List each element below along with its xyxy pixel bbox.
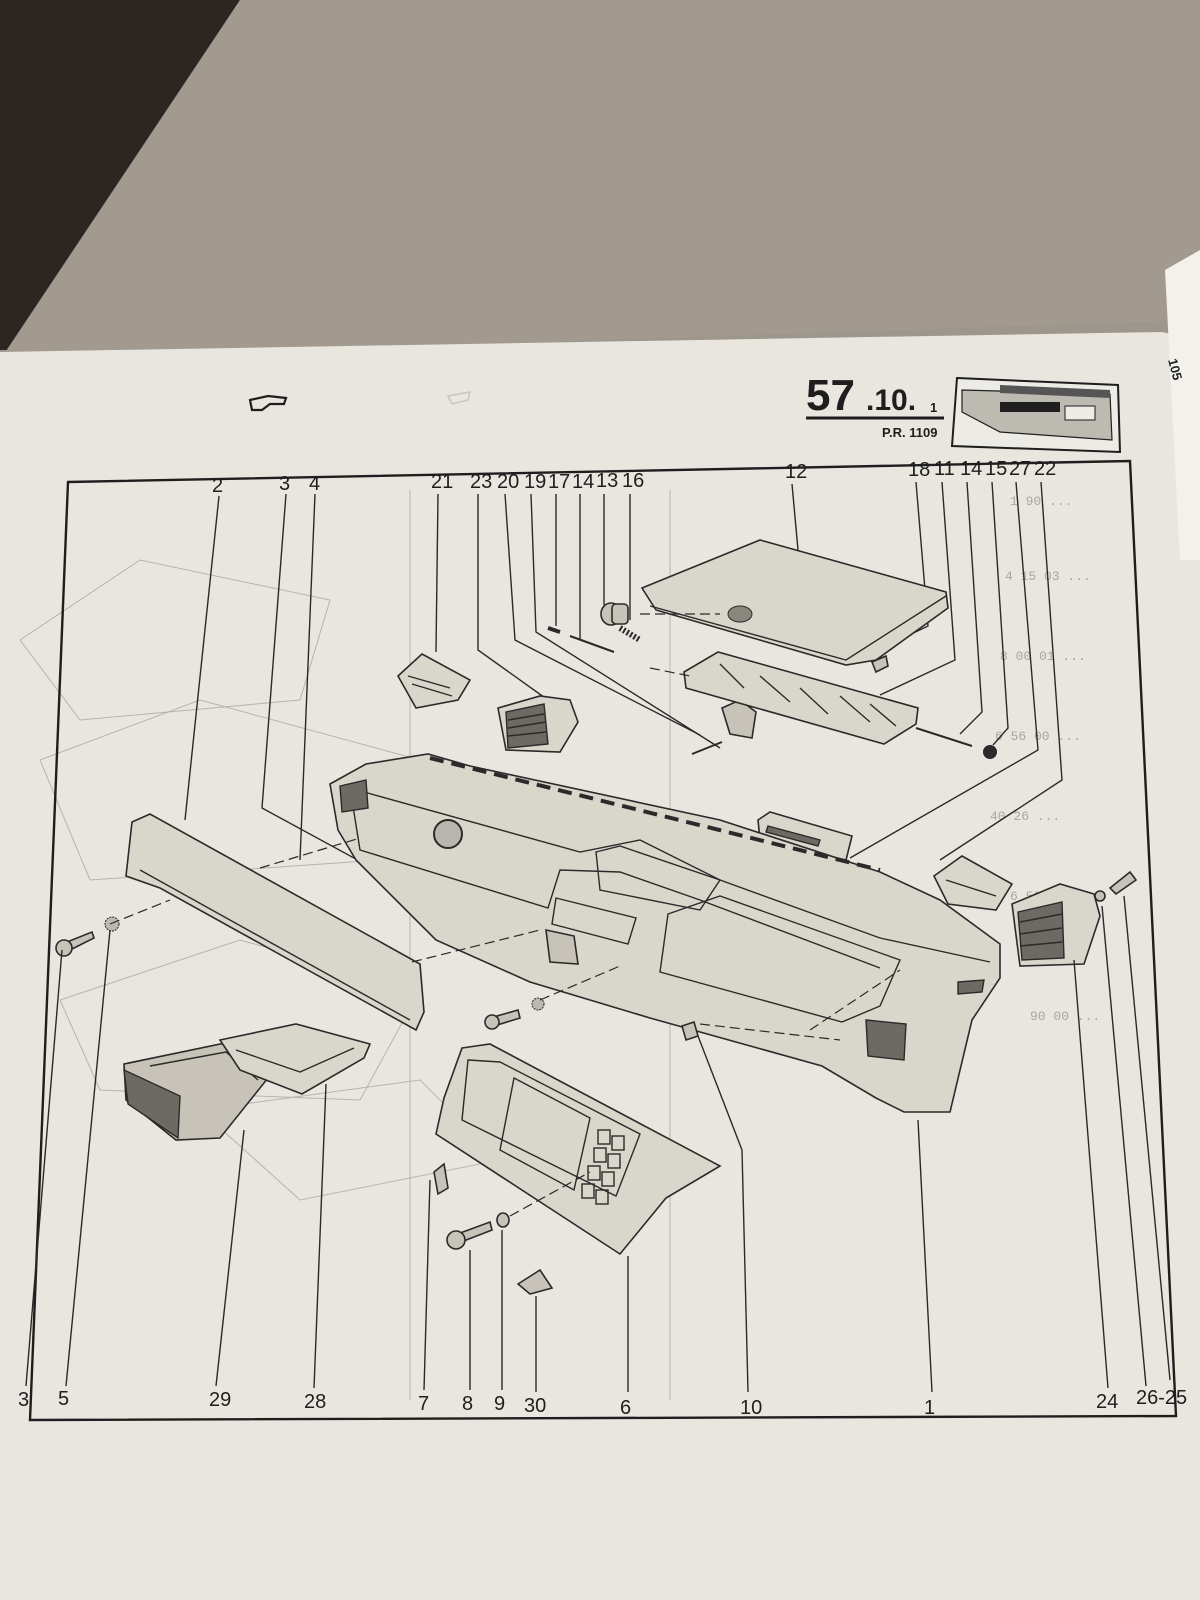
callout-10: 10 bbox=[740, 1397, 762, 1419]
next-page-edge bbox=[1165, 250, 1200, 560]
callout-7: 7 bbox=[418, 1393, 429, 1415]
callout-14a: 14 bbox=[572, 471, 594, 493]
callout-21: 21 bbox=[431, 471, 453, 493]
callout-28: 28 bbox=[304, 1391, 326, 1413]
callout-4: 4 bbox=[309, 473, 320, 495]
part-15-clip bbox=[983, 745, 997, 759]
part-11-glovebox-frame bbox=[683, 651, 973, 747]
callout-18: 18 bbox=[908, 459, 930, 481]
callout-3: 3 bbox=[279, 473, 290, 495]
part-12-glovebox-lid bbox=[640, 539, 949, 666]
page-code: P.R. 1109 bbox=[882, 425, 937, 440]
part-2-trim-panel bbox=[125, 813, 425, 1032]
callout-15: 15 bbox=[985, 458, 1007, 480]
callout-9: 9 bbox=[494, 1393, 505, 1415]
show-through-ghost: 1 90 ... 4 15 03 ... 8 00 01 ... 6 56 00… bbox=[19, 490, 1100, 1400]
callout-30: 30 bbox=[524, 1395, 546, 1417]
part-13-lock-cylinder bbox=[600, 602, 629, 626]
callout-5: 5 bbox=[58, 1388, 69, 1410]
callout-1: 1 bbox=[924, 1397, 935, 1419]
top-callouts: 2 3 4 21 23 20 19 17 14 13 16 12 18 11 1… bbox=[212, 458, 1056, 497]
part-28-ashtray-holder bbox=[218, 1023, 372, 1095]
bottom-callouts: 3 5 29 28 7 8 9 30 6 10 1 24 26-25 bbox=[18, 1387, 1187, 1419]
svg-text:40 26 ...: 40 26 ... bbox=[990, 809, 1060, 824]
callout-22: 22 bbox=[1034, 458, 1056, 480]
callout-2: 2 bbox=[212, 475, 223, 497]
page-number-sub: 1 bbox=[930, 400, 937, 415]
callout-24: 24 bbox=[1096, 1391, 1118, 1413]
part-27-slot-vent bbox=[757, 811, 853, 861]
dashboard-thumbnail-icon bbox=[950, 376, 1122, 454]
callout-29: 29 bbox=[209, 1389, 231, 1411]
part-1-dashboard bbox=[329, 753, 1001, 1113]
dark-corner bbox=[0, 0, 240, 350]
callout-12: 12 bbox=[785, 461, 807, 483]
callout-13: 13 bbox=[596, 470, 618, 492]
part-29-ashtray bbox=[123, 1041, 270, 1141]
callout-20: 20 bbox=[497, 471, 519, 493]
svg-text:1 90 ...: 1 90 ... bbox=[1010, 494, 1072, 509]
callout-26-25: 26-25 bbox=[1136, 1387, 1187, 1409]
page-number-suffix: .10. bbox=[866, 384, 916, 417]
part-21-vent bbox=[396, 653, 472, 709]
pointing-hand-icon bbox=[248, 394, 288, 412]
svg-text:90 00 ...: 90 00 ... bbox=[1030, 1009, 1100, 1024]
callout-3b: 3 bbox=[18, 1389, 29, 1411]
callout-14b: 14 bbox=[960, 458, 982, 480]
diagram-frame bbox=[28, 459, 1178, 1422]
part-6-cluster-housing bbox=[435, 1043, 722, 1256]
faint-hand-icon bbox=[446, 391, 472, 405]
part-23-round-vent bbox=[497, 695, 579, 753]
page-number: 57 bbox=[806, 371, 855, 420]
part-18-screw bbox=[870, 654, 889, 674]
callout-8: 8 bbox=[462, 1393, 473, 1415]
callout-19: 19 bbox=[524, 471, 546, 493]
svg-text:8 00 01 ...: 8 00 01 ... bbox=[1000, 649, 1086, 664]
callout-6: 6 bbox=[620, 1397, 631, 1419]
callout-11: 11 bbox=[934, 458, 955, 480]
callout-16: 16 bbox=[622, 470, 644, 492]
part-22-side-vent bbox=[932, 855, 1014, 911]
assembly-lines bbox=[109, 613, 901, 1217]
bottom-leader-lines bbox=[25, 895, 1171, 1393]
fastener-parts bbox=[55, 916, 699, 1295]
callout-17: 17 bbox=[548, 471, 570, 493]
edge-tab-text: 105 bbox=[1165, 357, 1185, 382]
fabric-fold bbox=[0, 0, 1200, 360]
part-24-round-vent bbox=[1011, 870, 1138, 967]
callout-23: 23 bbox=[470, 471, 492, 493]
latch-parts bbox=[547, 625, 757, 755]
callout-27: 27 bbox=[1009, 458, 1031, 480]
